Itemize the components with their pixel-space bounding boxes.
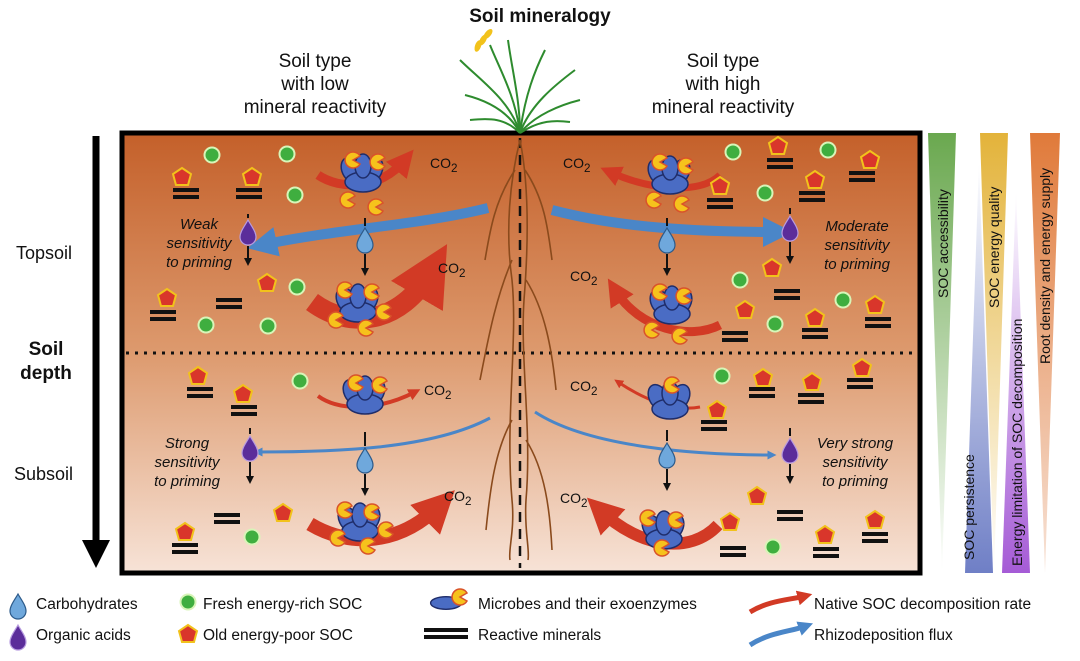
- top-right-line2: sensitivity: [824, 237, 890, 254]
- roots: [479, 139, 557, 561]
- plant-seedhead: [474, 29, 493, 52]
- legend-icons: [9, 588, 814, 651]
- top-right-sensitivity: Moderate sensitivity to priming: [782, 217, 932, 274]
- energy-limitation-label: Energy limitation of SOC decomposition: [1009, 318, 1025, 566]
- root-density-label: Root density and energy supply: [1037, 167, 1053, 364]
- top-right-quadrant: [550, 136, 891, 345]
- legend-organic-acids: Organic acids: [36, 627, 131, 644]
- right-header-line1: Soil type: [686, 51, 760, 72]
- bottom-right-sensitivity: Very strong sensitivity to priming: [780, 434, 930, 491]
- bottom-right-line3: to priming: [822, 473, 888, 490]
- soc-energy-quality-label: SOC energy quality: [986, 186, 1002, 308]
- plant-icon: [459, 39, 581, 134]
- topsoil-label: Topsoil: [16, 243, 73, 263]
- co2-label-top-right-1: CO2: [563, 155, 591, 175]
- soil-depth-label: Soil depth: [14, 338, 78, 386]
- side-bars: [928, 133, 1060, 573]
- legend-rhizo-flux: Rhizodeposition flux: [814, 627, 953, 644]
- top-left-line3: to priming: [166, 254, 232, 271]
- root-density-bar: [1030, 133, 1060, 573]
- legend-old-soc: Old energy-poor SOC: [203, 627, 353, 644]
- figure-title: Soil mineralogy: [469, 6, 611, 27]
- left-header-line1: Soil type: [278, 51, 352, 72]
- co2-label-top-left-2: CO2: [438, 260, 466, 280]
- bottom-left-line2: sensitivity: [154, 454, 220, 471]
- soil-depth-line1: Soil: [28, 339, 64, 360]
- bottom-left-line1: Strong: [164, 435, 210, 452]
- co2-label-bottom-right-2: CO2: [560, 490, 588, 510]
- bottom-right-quadrant: [534, 358, 888, 558]
- top-left-quadrant: [150, 145, 490, 337]
- bottom-left-line3: to priming: [154, 473, 220, 490]
- co2-label-bottom-left-1: CO2: [424, 382, 452, 402]
- legend-fresh-soc: Fresh energy-rich SOC: [203, 596, 363, 613]
- bottom-right-line2: sensitivity: [822, 454, 888, 471]
- left-header-line3: mineral reactivity: [243, 97, 387, 118]
- bottom-left-quadrant: [172, 366, 491, 555]
- top-left-line1: Weak: [179, 216, 219, 233]
- right-header: Soil type with high mineral reactivity: [608, 50, 838, 119]
- bottom-right-line1: Very strong: [816, 435, 894, 452]
- soc-persistence-label: SOC persistence: [961, 454, 977, 560]
- energy-limitation-bar: [1002, 190, 1030, 573]
- soil-depth-line2: depth: [20, 363, 72, 384]
- top-left-line2: sensitivity: [166, 235, 232, 252]
- soc-energy-quality-bar: [980, 133, 1008, 573]
- co2-label-bottom-left-2: CO2: [444, 488, 472, 508]
- legend-carbohydrates: Carbohydrates: [36, 596, 138, 613]
- co2-label-top-right-2: CO2: [570, 268, 598, 288]
- soc-accessibility-label: SOC accessibility: [935, 189, 951, 298]
- left-header: Soil type with low mineral reactivity: [200, 50, 430, 119]
- co2-label-top-left-1: CO2: [430, 155, 458, 175]
- soc-accessibility-bar: [928, 133, 956, 573]
- right-header-line2: with high: [685, 74, 761, 95]
- legend-native-rate: Native SOC decomposition rate: [814, 596, 1032, 613]
- top-right-line1: Moderate: [825, 218, 889, 235]
- right-header-line3: mineral reactivity: [651, 97, 795, 118]
- bottom-left-sensitivity: Strong sensitivity to priming: [112, 434, 262, 491]
- legend-reactive-minerals: Reactive minerals: [478, 627, 602, 644]
- soc-persistence-bar: [965, 160, 993, 573]
- co2-label-bottom-right-1: CO2: [570, 378, 598, 398]
- top-right-line3: to priming: [824, 256, 890, 273]
- top-left-sensitivity: Weak sensitivity to priming: [124, 215, 274, 272]
- subsoil-label: Subsoil: [14, 464, 74, 484]
- left-header-line2: with low: [281, 74, 349, 95]
- legend-microbes: Microbes and their exoenzymes: [478, 596, 697, 613]
